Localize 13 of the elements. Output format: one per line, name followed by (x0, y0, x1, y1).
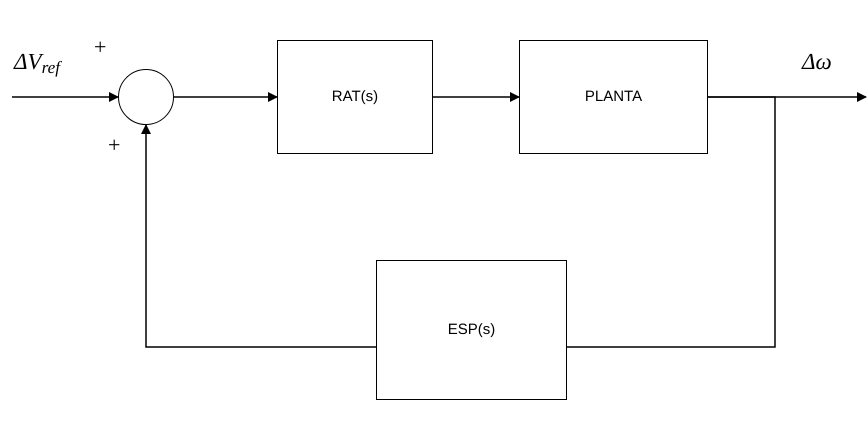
signal-label: + (94, 36, 106, 58)
block-box (519, 40, 708, 154)
signal-label: Δω (802, 50, 832, 73)
arrow (12, 92, 119, 102)
arrow (141, 124, 376, 348)
arrow (174, 92, 278, 102)
arrow (433, 92, 520, 102)
block-label: PLANTA (584, 86, 642, 107)
block-label: RAT(s) (332, 86, 378, 107)
block-box (277, 40, 433, 154)
block-label: ESP(s) (448, 320, 496, 340)
block-box (376, 260, 567, 400)
signal-label: + (108, 134, 120, 156)
